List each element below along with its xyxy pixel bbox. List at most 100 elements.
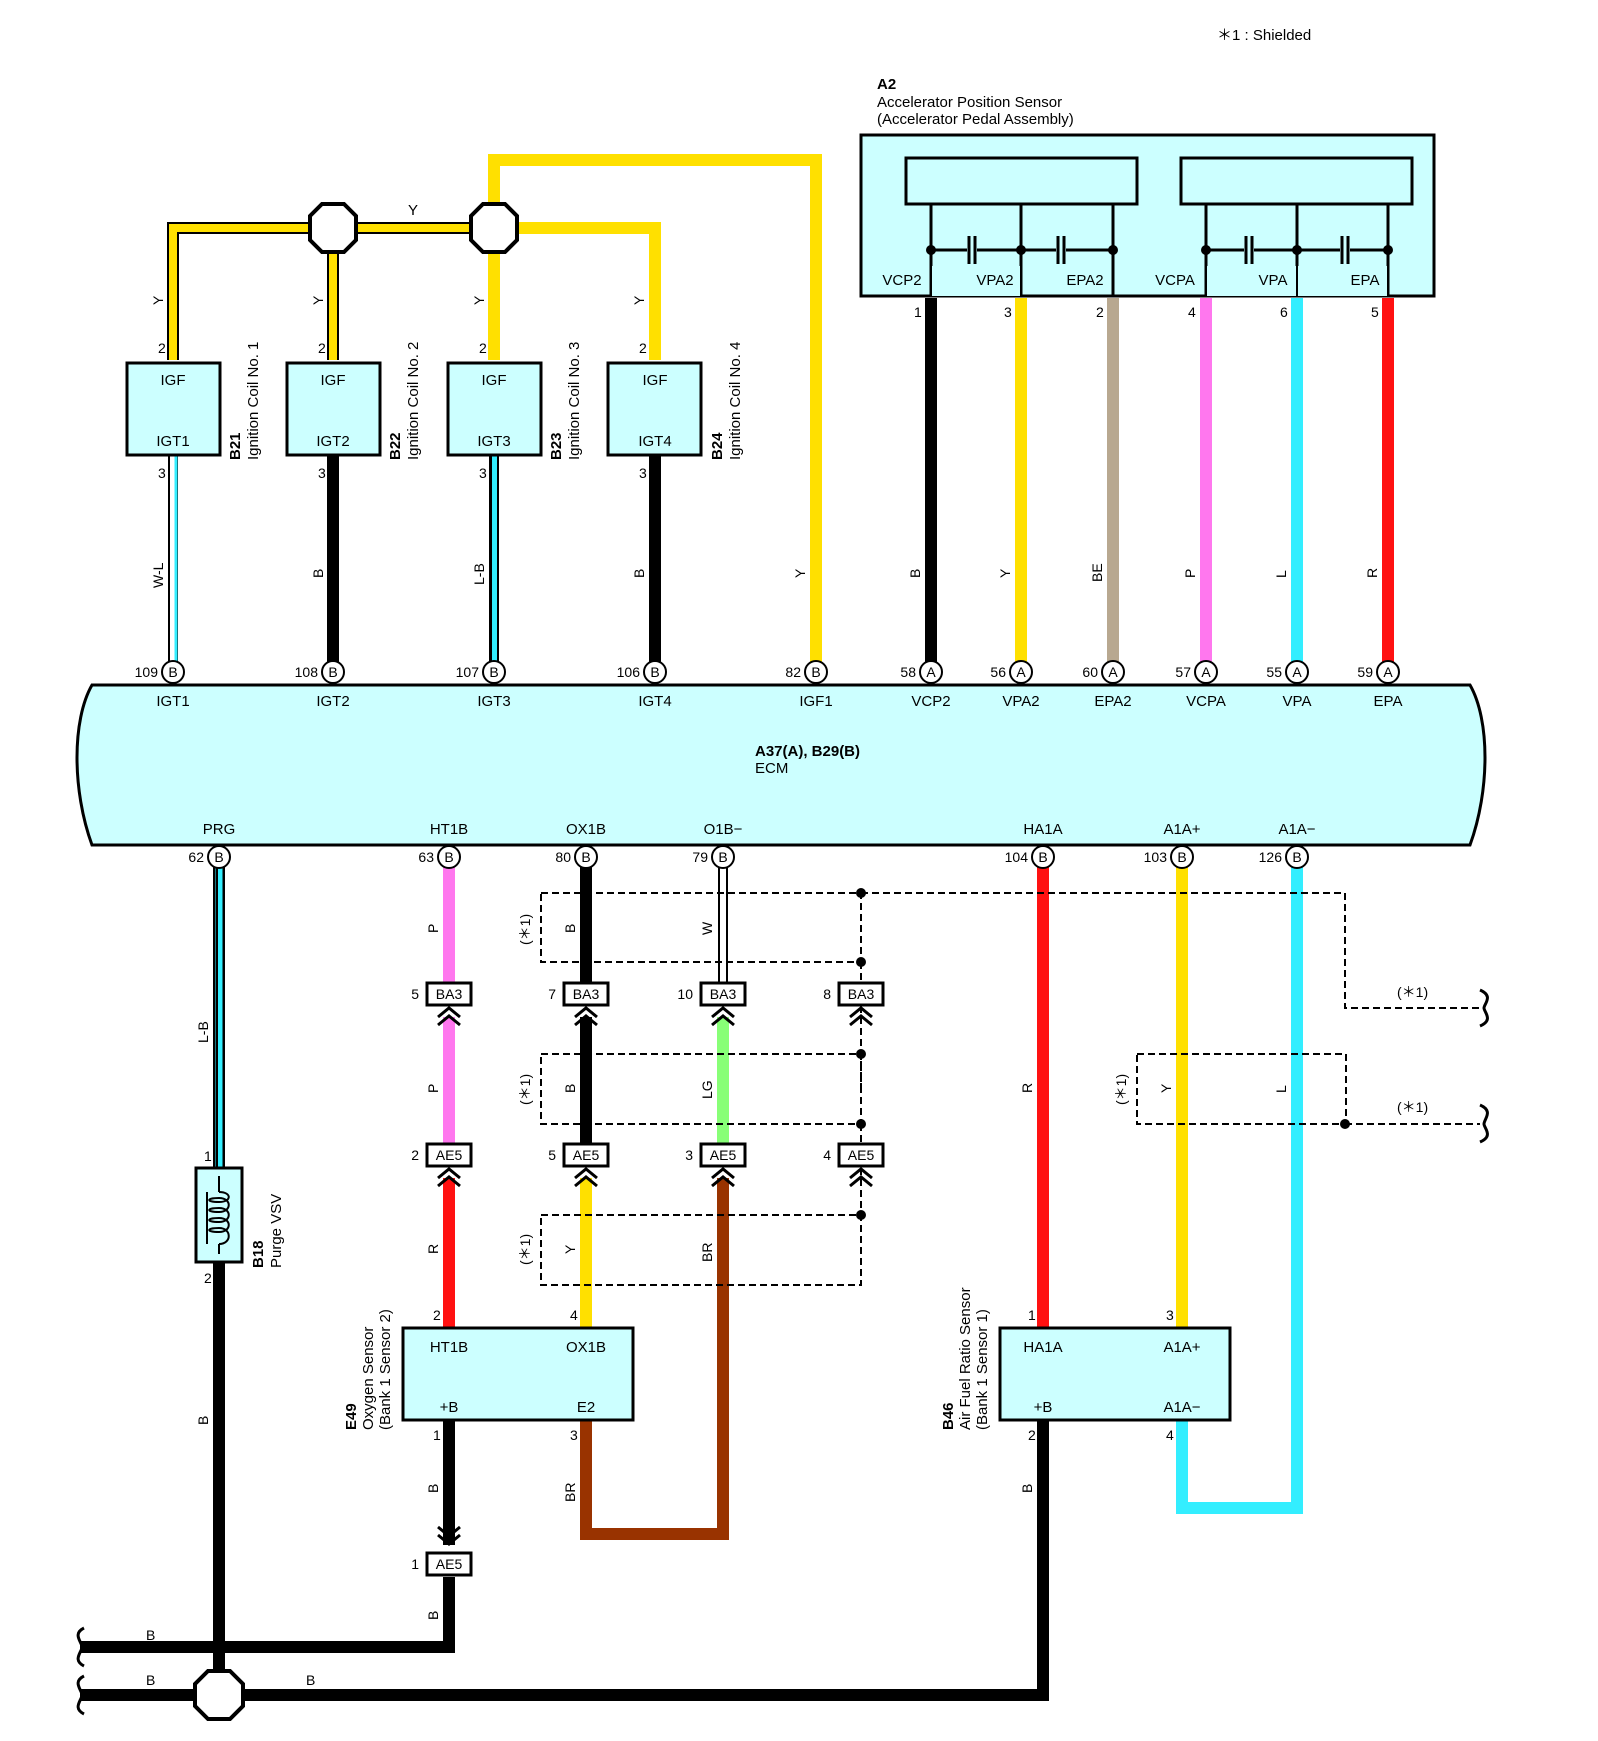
ignition-coil-1: 2 IGF IGT1 3 B21 Ignition Coil No. 1 [125, 340, 262, 481]
ecm-code: A37(A), B29(B) [755, 743, 860, 760]
svg-text:A: A [1383, 664, 1393, 680]
svg-text:IGT2: IGT2 [316, 693, 349, 710]
svg-text:R: R [1364, 568, 1380, 578]
svg-text:VPA: VPA [1283, 693, 1312, 710]
svg-text:79: 79 [692, 849, 708, 865]
svg-text:AE5: AE5 [848, 1147, 875, 1163]
svg-text:60: 60 [1082, 664, 1098, 680]
svg-text:B: B [650, 664, 659, 680]
ba3-connectors: BA3 5 BA3 7 BA3 10 BA3 8 [411, 981, 885, 1027]
svg-text:B: B [444, 849, 453, 865]
svg-text:5: 5 [1371, 304, 1379, 320]
svg-text:2: 2 [204, 1270, 212, 1286]
svg-text:4: 4 [570, 1307, 578, 1323]
svg-text:109: 109 [135, 664, 159, 680]
svg-text:(Bank 1 Sensor 1): (Bank 1 Sensor 1) [974, 1309, 991, 1430]
svg-text:P: P [425, 924, 441, 933]
svg-text:63: 63 [418, 849, 434, 865]
svg-text:BA3: BA3 [848, 986, 875, 1002]
svg-text:2: 2 [1096, 304, 1104, 320]
svg-text:A1A−: A1A− [1163, 1399, 1200, 1416]
svg-text:B24: B24 [709, 432, 726, 460]
svg-text:1: 1 [204, 1148, 212, 1164]
svg-text:HA1A: HA1A [1023, 821, 1062, 838]
svg-text:2: 2 [433, 1307, 441, 1323]
accel-sensor-code: A2 [877, 76, 896, 93]
svg-text:3: 3 [570, 1427, 578, 1443]
svg-text:126: 126 [1259, 849, 1283, 865]
svg-text:IGF1: IGF1 [799, 693, 832, 710]
svg-text:VCP2: VCP2 [882, 272, 921, 289]
ecm-pin-ha1a: HA1A B 104 [1005, 821, 1063, 869]
lower-wires [80, 858, 1303, 1701]
svg-text:LG: LG [699, 1080, 715, 1099]
svg-text:VPA2: VPA2 [1002, 693, 1039, 710]
svg-text:4: 4 [1166, 1427, 1174, 1443]
svg-text:2: 2 [639, 340, 647, 356]
svg-text:5: 5 [411, 986, 419, 1002]
svg-text:B: B [562, 1084, 578, 1093]
svg-text:BA3: BA3 [710, 986, 737, 1002]
igf-bus: Y [167, 154, 822, 668]
svg-text:B: B [581, 849, 590, 865]
svg-text:104: 104 [1005, 849, 1029, 865]
svg-text:B: B [562, 924, 578, 933]
svg-text:P: P [425, 1084, 441, 1093]
svg-text:IGF: IGF [482, 372, 507, 389]
oxygen-sensor: HT1B OX1B +B E2 2 4 1 3 E49 Oxygen Senso… [343, 1307, 635, 1443]
svg-text:IGF: IGF [321, 372, 346, 389]
coil4-top-wire-label: Y [631, 295, 647, 305]
svg-text:59: 59 [1357, 664, 1373, 680]
svg-text:B: B [811, 664, 820, 680]
svg-text:VCPA: VCPA [1186, 693, 1226, 710]
svg-text:B: B [425, 1611, 441, 1620]
svg-text:5: 5 [548, 1147, 556, 1163]
svg-text:EPA: EPA [1351, 272, 1380, 289]
svg-text:IGT3: IGT3 [477, 433, 510, 450]
svg-text:P: P [1182, 569, 1198, 578]
accel-sensor-name: Accelerator Position Sensor [877, 94, 1062, 111]
svg-text:B: B [425, 1484, 441, 1493]
svg-text:62: 62 [188, 849, 204, 865]
svg-text:AE5: AE5 [573, 1147, 600, 1163]
svg-text:57: 57 [1175, 664, 1191, 680]
ae5-pin-2: AE5 2 [411, 1142, 473, 1188]
svg-text:1: 1 [1028, 1307, 1036, 1323]
svg-text:B: B [489, 664, 498, 680]
svg-text:L-B: L-B [195, 1021, 211, 1043]
svg-text:W: W [699, 921, 715, 935]
svg-text:B: B [214, 849, 223, 865]
svg-text:B22: B22 [387, 432, 404, 460]
svg-text:3: 3 [685, 1147, 693, 1163]
svg-text:IGT2: IGT2 [316, 433, 349, 450]
ecm-name: ECM [755, 760, 788, 777]
svg-text:4: 4 [1188, 304, 1196, 320]
svg-text:B: B [1292, 849, 1301, 865]
svg-text:B: B [1019, 1484, 1035, 1493]
svg-text:(＊1): (＊1) [1113, 1074, 1129, 1105]
wire-continuation-mark [76, 1674, 85, 1716]
coil4-bottom-wire-label: B [631, 569, 647, 578]
wire-continuation-mark [76, 1626, 85, 1668]
svg-text:A1A+: A1A+ [1163, 821, 1200, 838]
svg-text:EPA2: EPA2 [1066, 272, 1103, 289]
svg-text:PRG: PRG [203, 821, 236, 838]
svg-text:Oxygen Sensor: Oxygen Sensor [360, 1327, 377, 1430]
svg-text:B23: B23 [548, 432, 565, 460]
splice-point-2 [469, 202, 519, 254]
svg-text:B: B [306, 1672, 315, 1688]
svg-text:6: 6 [1280, 304, 1288, 320]
svg-text:3: 3 [479, 465, 487, 481]
svg-text:B: B [1038, 849, 1047, 865]
svg-text:8: 8 [823, 986, 831, 1002]
